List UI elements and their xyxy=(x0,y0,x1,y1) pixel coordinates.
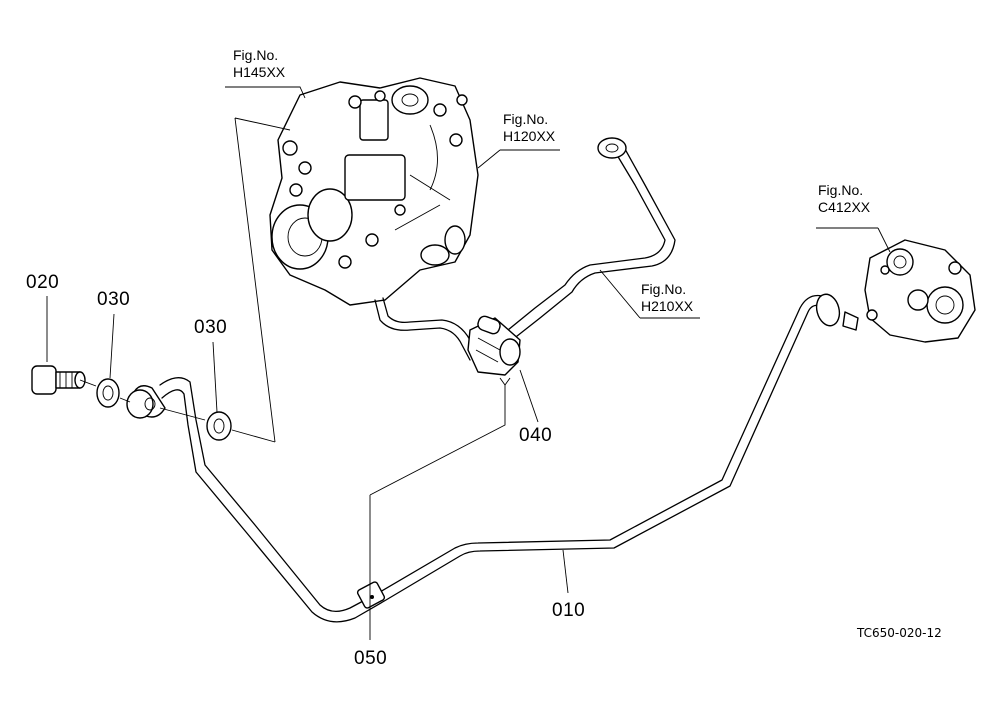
ref-h145-line2: H145XX xyxy=(233,64,286,80)
drawing-code: TC650-020-12 xyxy=(857,626,942,640)
callout-040: 040 xyxy=(519,425,553,446)
callout-030-b: 030 xyxy=(194,317,228,338)
assembly-lines xyxy=(79,117,511,640)
pipe-010 xyxy=(159,293,859,623)
ref-h120: Fig.No. H120XX xyxy=(503,111,555,145)
washer-030-b xyxy=(206,411,232,441)
pipe-h210 xyxy=(374,137,676,361)
hydraulic-pump-assembly xyxy=(269,77,479,306)
leader-lines xyxy=(46,86,891,594)
ref-c412-line2: C412XX xyxy=(818,199,871,215)
ref-h120-line2: H120XX xyxy=(503,128,556,144)
ref-h145-line1: Fig.No. xyxy=(233,47,279,63)
ref-h120-line1: Fig.No. xyxy=(503,111,549,127)
callout-050: 050 xyxy=(354,648,388,669)
callout-030-a: 030 xyxy=(97,289,131,310)
ref-h210-line1: Fig.No. xyxy=(641,281,687,297)
valve-c412 xyxy=(864,239,976,343)
bolt-020 xyxy=(31,365,86,395)
callout-020: 020 xyxy=(26,272,60,293)
clamp-040 xyxy=(467,315,521,376)
washer-030-a xyxy=(96,378,120,408)
ref-h145: Fig.No. H145XX xyxy=(233,47,285,81)
banjo-fitting xyxy=(126,385,166,419)
ref-c412: Fig.No. C412XX xyxy=(818,182,870,216)
ref-h210: Fig.No. H210XX xyxy=(641,281,693,315)
callout-010: 010 xyxy=(552,600,586,621)
ref-c412-line1: Fig.No. xyxy=(818,182,864,198)
ref-h210-line2: H210XX xyxy=(641,298,694,314)
